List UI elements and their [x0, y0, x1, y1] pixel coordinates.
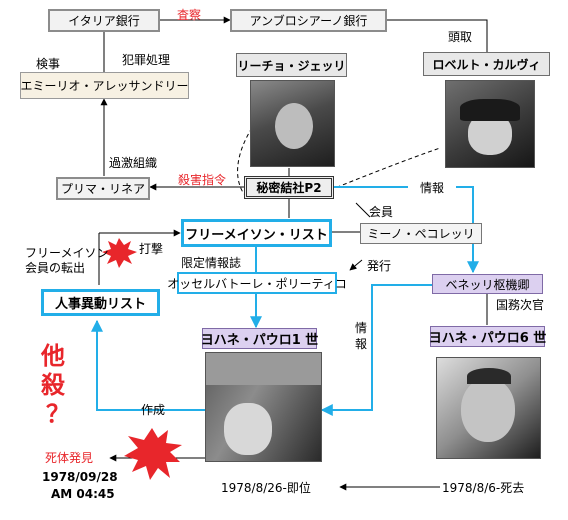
- info-label-2a: 情: [355, 321, 368, 335]
- benelli-node: ベネッリ枢機卿: [432, 274, 543, 294]
- member-label: 会員: [369, 205, 394, 219]
- died-label: 1978/8/6-死去: [442, 481, 525, 495]
- italy-bank-node: イタリア銀行: [48, 9, 160, 32]
- freemason-list-node: フリーメイソン・リスト: [181, 219, 332, 247]
- publish-label: 発行: [367, 259, 392, 273]
- gelli-node: リーチョ・ジェッリ: [236, 53, 347, 77]
- inspection-label: 査察: [177, 8, 202, 22]
- blow-label: 打撃: [139, 242, 164, 256]
- jp6-node: ヨハネ・パウロ6 世: [429, 326, 546, 347]
- freemason-transfer-label-1: フリーメイソン: [25, 246, 109, 260]
- calvi-node: ロベルト・カルヴィ: [423, 52, 550, 76]
- murder-text-1: 他: [41, 342, 65, 370]
- prosecutor-node: エミーリオ・アレッサンドリー: [20, 72, 189, 99]
- jp6-photo: [436, 357, 541, 459]
- radical-org-label: 過激組織: [109, 156, 158, 170]
- personnel-list-node: 人事異動リスト: [41, 289, 160, 316]
- info-label-2b: 報: [355, 337, 368, 351]
- limited-magazine-label: 限定情報誌: [181, 256, 242, 270]
- burst-icon: [102, 238, 137, 268]
- calvi-photo: [445, 80, 535, 168]
- prima-linea-node: プリマ・リネア: [56, 177, 150, 200]
- create-label: 作成: [141, 403, 166, 417]
- enthroned-label: 1978/8/26-即位: [221, 481, 311, 495]
- crime-label: 犯罪処理: [122, 53, 171, 67]
- ambrosiano-bank-node: アンブロシアーノ銀行: [230, 9, 387, 32]
- president-label: 頭取: [448, 30, 473, 44]
- time-label: AM 04:45: [51, 487, 115, 501]
- gelli-photo: [250, 80, 335, 167]
- murder-order-label: 殺害指令: [178, 173, 227, 187]
- osservatore-node: オッセルバトーレ・ポリーティコ: [167, 272, 347, 294]
- date-label: 1978/09/28: [42, 470, 118, 484]
- murder-text-2: 殺: [41, 371, 65, 399]
- undersecretary-label: 国務次官: [496, 298, 545, 312]
- jp1-photo: [205, 352, 322, 462]
- body-found-label: 死体発見: [45, 451, 94, 465]
- jp1-node: ヨハネ・パウロ1 世: [201, 328, 318, 349]
- pecorelli-node: ミーノ・ペコレッリ: [360, 223, 482, 244]
- prosecutor-role-label: 検事: [36, 57, 61, 71]
- p2-node: 秘密結社P2: [244, 176, 334, 199]
- freemason-transfer-label-2: 会員の転出: [25, 261, 86, 275]
- murder-text-3: ？: [46, 400, 70, 428]
- info-label-1: 情報: [420, 181, 445, 195]
